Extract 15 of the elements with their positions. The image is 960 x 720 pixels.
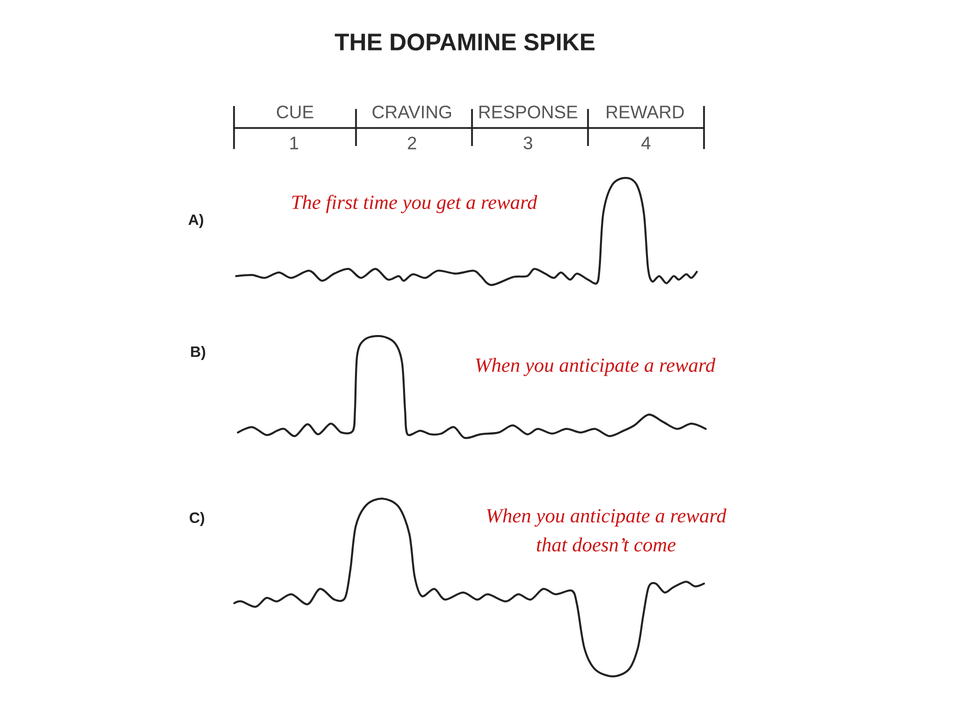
stage-label: CUE: [276, 106, 314, 118]
stage-label: CRAVING: [372, 106, 451, 118]
annotation: The first time you get a reward: [292, 194, 538, 214]
annotation: When you anticipate a reward that doesn’t come: [486, 508, 726, 552]
stage-number: 4: [641, 136, 650, 150]
stage-number: 1: [290, 136, 298, 150]
panel-label: B): [191, 346, 206, 360]
panel-label: C): [190, 512, 204, 526]
stage-number: 2: [408, 136, 416, 150]
stage-label: REWARD: [606, 106, 684, 118]
stage-number: 3: [524, 136, 532, 150]
title: THE DOPAMINE SPIKE: [334, 34, 595, 50]
panel-label: A): [188, 214, 204, 228]
stage-label: RESPONSE: [479, 106, 578, 118]
annotation: When you anticipate a reward: [476, 358, 716, 376]
